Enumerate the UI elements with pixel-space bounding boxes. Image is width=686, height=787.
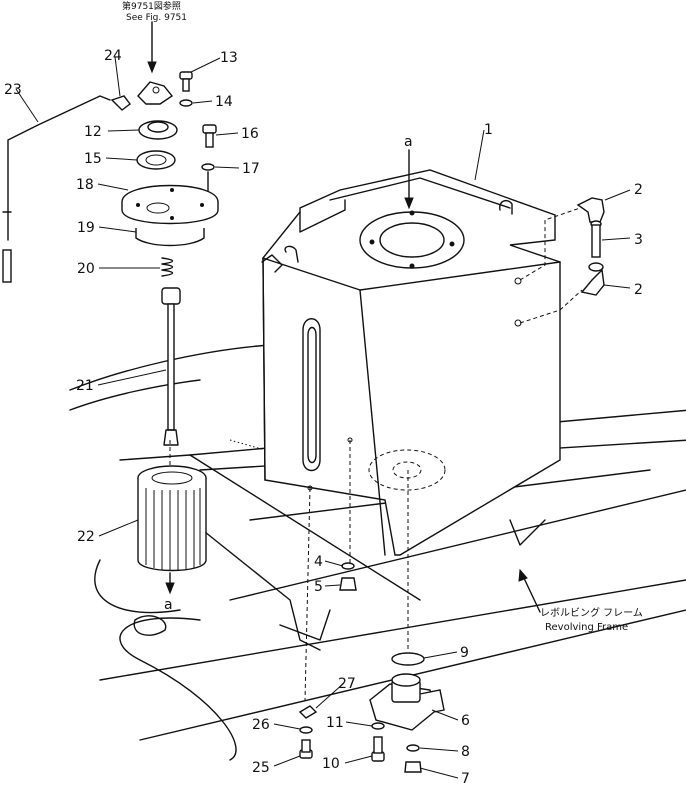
callout-23: 23 (4, 82, 22, 98)
callout-18: 18 (76, 177, 94, 193)
callout-10: 10 (322, 756, 340, 772)
bolt-13-shank (182, 78, 190, 92)
callout-25: 25 (252, 760, 270, 776)
callout-22: 22 (77, 529, 95, 545)
clamp-centerline (304, 487, 311, 701)
elbow-fittings (576, 197, 605, 296)
spring-20 (161, 257, 174, 277)
callout-14: 14 (215, 94, 233, 110)
flange-6 (369, 673, 445, 731)
callout-21: 21 (76, 378, 94, 394)
rod-head (161, 287, 181, 305)
washer-26 (299, 726, 313, 734)
bolt-16 (202, 124, 217, 134)
callout-17: 17 (242, 161, 260, 177)
callout-15: 15 (84, 151, 102, 167)
callout-9: 9 (460, 645, 469, 661)
callout-2a: 2 (634, 182, 643, 198)
callout-16: 16 (241, 126, 259, 142)
plug-7 (404, 761, 422, 773)
hose-dash-upper (519, 207, 581, 281)
section-arrowhead-top (404, 197, 414, 210)
callout-1: 1 (484, 122, 493, 138)
frame-arrowhead (518, 568, 528, 582)
callout-6: 6 (461, 713, 470, 729)
callout-19: 19 (77, 220, 95, 236)
callout-2b: 2 (634, 282, 643, 298)
section-mark-bottom: a (164, 597, 173, 613)
level-gauge-tip (2, 249, 12, 283)
washer-17 (201, 163, 215, 171)
rod-21 (167, 303, 175, 431)
o-ring-8 (406, 744, 420, 752)
hose-dash-lower (519, 289, 583, 324)
frame-leader (521, 573, 541, 613)
reference-jp: 第9751図参照 (122, 0, 181, 12)
callout-7: 7 (461, 771, 470, 787)
frame-label-en: Revolving Frame (545, 622, 628, 633)
packing-15 (136, 150, 176, 170)
section-mark-top: a (404, 134, 413, 150)
callout-3: 3 (634, 232, 643, 248)
callout-24: 24 (104, 48, 122, 64)
callout-27: 27 (338, 676, 356, 692)
callout-5: 5 (314, 579, 323, 595)
o-ring-9 (391, 652, 425, 666)
reference-en: See Fig. 9751 (126, 13, 187, 23)
strainer-22 (137, 465, 207, 572)
washer-14 (179, 99, 193, 107)
bolt-10 (373, 736, 383, 754)
callout-numbers: 1 2 3 2 4 5 6 7 8 9 10 11 12 13 14 15 16… (4, 48, 643, 787)
callout-11: 11 (326, 715, 344, 731)
bolt-13 (179, 71, 193, 80)
frame-label-jp: レボルビング フレーム (540, 606, 643, 619)
plug-5 (339, 577, 357, 591)
callout-leaders (15, 56, 631, 779)
callout-20: 20 (77, 261, 95, 277)
callout-26: 26 (252, 717, 270, 733)
callout-12: 12 (84, 124, 102, 140)
callout-8: 8 (461, 744, 470, 760)
clamp-27 (298, 705, 318, 719)
cover-flange-19 (135, 228, 205, 247)
reference-arrowhead (147, 61, 157, 74)
bolt-25 (301, 739, 311, 753)
washer-11 (371, 722, 385, 730)
level-gauge-rod (7, 95, 111, 241)
callout-4: 4 (314, 554, 323, 570)
plug (110, 95, 131, 111)
callout-13: 13 (220, 50, 238, 66)
o-ring-4 (341, 562, 355, 570)
hydraulic-tank (261, 169, 561, 556)
section-arrowhead-bottom (165, 582, 175, 595)
